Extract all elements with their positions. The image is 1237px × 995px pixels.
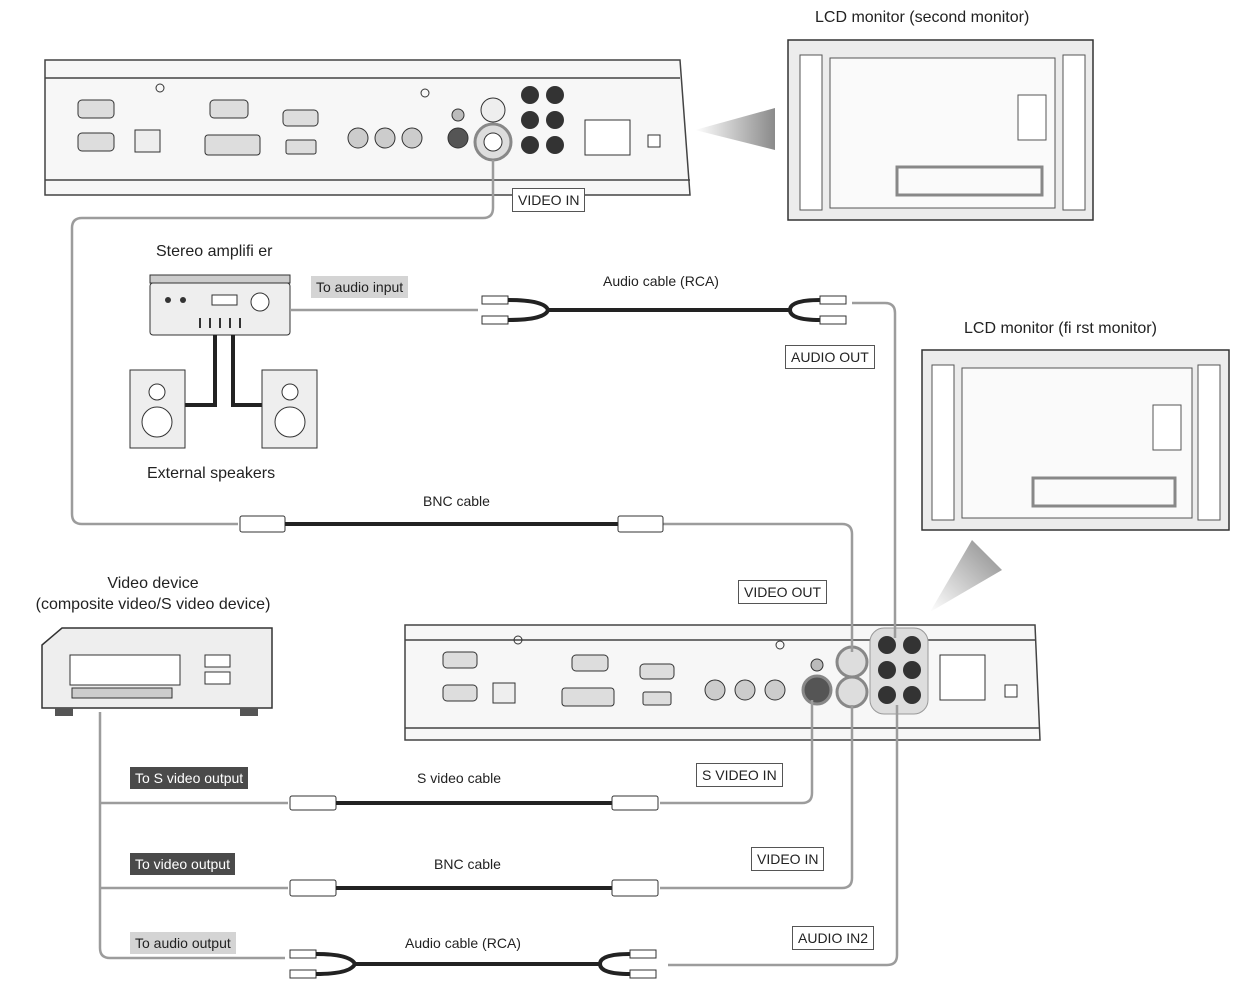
bnc-cable-bottom: [289, 879, 659, 897]
video-device-image: [41, 627, 273, 716]
port-audio-out: AUDIO OUT: [785, 345, 875, 369]
first-monitor-image: [921, 349, 1230, 531]
audio-cable-bottom: [289, 949, 657, 979]
signal-beam-bottom: [930, 540, 1002, 612]
second-monitor-title: LCD monitor (second monitor): [815, 9, 1030, 26]
port-video-in-bottom: VIDEO IN: [751, 847, 825, 871]
video-device-title-line1: Video device: [107, 575, 199, 592]
port-video-out: VIDEO OUT: [738, 580, 828, 604]
tag-audio-output: To audio output: [130, 932, 236, 954]
amplifier-input-tag: To audio input: [311, 276, 409, 298]
port-video-in-top: VIDEO IN: [512, 188, 586, 212]
cable-label-bnc-bottom: BNC cable: [434, 856, 501, 872]
second-monitor-image: [787, 39, 1094, 221]
speaker-left-image: [129, 369, 186, 449]
port-audio-in2: AUDIO IN2: [792, 926, 875, 950]
port-s-video-in: S VIDEO IN: [696, 763, 783, 787]
video-device-title-line2: (composite video/S video device): [35, 596, 271, 613]
speaker-right-image: [261, 369, 318, 449]
audio-cable-top: [481, 295, 847, 325]
speaker-wire-left: [185, 335, 217, 407]
amplifier-title: Stereo amplifi er: [156, 243, 273, 260]
bnc-cable-middle: [239, 515, 664, 533]
tag-video-output: To video output: [130, 853, 235, 875]
cable-label-bnc-middle: BNC cable: [423, 493, 490, 509]
stereo-amplifier-image: [149, 274, 291, 336]
signal-beam-top: [695, 108, 775, 150]
cable-label-audio-bottom: Audio cable (RCA): [405, 935, 521, 951]
top-monitor-rear-panel: [44, 59, 691, 196]
s-video-cable: [289, 795, 659, 811]
first-monitor-title: LCD monitor (fi rst monitor): [964, 320, 1157, 337]
speakers-title: External speakers: [147, 465, 276, 482]
cable-label-s-video: S video cable: [417, 770, 502, 786]
tag-s-video-output: To S video output: [130, 767, 249, 789]
cable-label-audio-top: Audio cable (RCA): [603, 273, 719, 289]
speaker-wire-right: [231, 335, 262, 407]
bottom-monitor-rear-panel: [404, 624, 1041, 741]
routing-lines: [70, 160, 899, 967]
